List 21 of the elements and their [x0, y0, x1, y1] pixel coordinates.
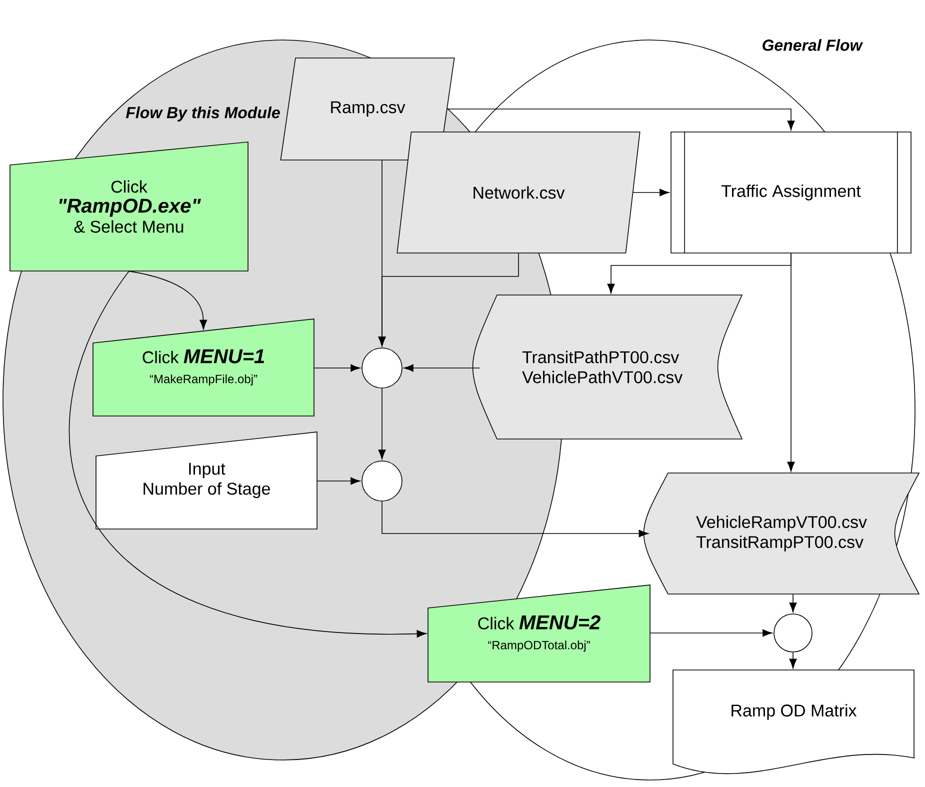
arrow [378, 253, 519, 346]
node-label: Ramp OD Matrix [732, 704, 857, 720]
arrow [382, 501, 648, 538]
arrow [789, 594, 797, 612]
arrow [128, 270, 208, 330]
arrow [68, 270, 426, 638]
junction-circle [362, 348, 402, 388]
arrow [787, 253, 795, 472]
arrow [446, 108, 795, 130]
arrow [650, 629, 772, 637]
arrow [314, 364, 360, 372]
arrow [404, 364, 480, 372]
manual-input-box: Input Number of Stage [96, 432, 318, 530]
arrow [378, 388, 386, 460]
document-box: Ramp OD Matrix [672, 670, 914, 774]
manual-input-box: Click MENU=1 “MakeRampFile.obj” [92, 318, 314, 416]
junction-circle [774, 614, 812, 652]
arrow [789, 652, 797, 668]
junction-circle [362, 460, 402, 502]
arrow [632, 188, 670, 196]
arrow [316, 477, 360, 485]
